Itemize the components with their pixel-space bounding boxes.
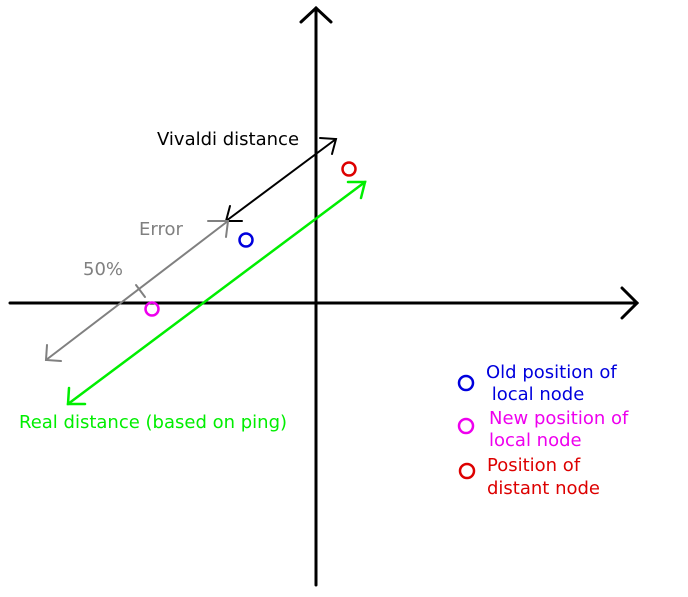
x-axis-arrowhead: [620, 286, 640, 320]
legend-old-line1: Old position of: [486, 362, 617, 383]
fifty-percent-tick: [135, 284, 146, 298]
real-arrowhead-bottom: [66, 386, 87, 406]
legend-item-new-position: New position of local node: [457, 408, 629, 451]
legend-item-distant-node: Position of distant node: [458, 455, 600, 499]
distant-node-marker: [341, 161, 357, 177]
new-local-node-marker: [144, 301, 160, 317]
vivaldi-distance-arrow: [224, 137, 338, 222]
vivaldi-arrowhead-top: [319, 137, 338, 155]
error-line: [45, 220, 229, 361]
real-arrowhead-top: [346, 180, 367, 200]
error-arrowhead-bottom: [44, 344, 62, 362]
legend-item-old-position: Old position of local node: [457, 362, 617, 405]
fifty-percent-label: 50%: [83, 259, 123, 280]
y-axis-arrowhead: [299, 5, 333, 24]
legend: Old position of local node New position …: [457, 362, 629, 499]
legend-distant-line2: distant node: [487, 478, 600, 499]
real-distance-label: Real distance (based on ping): [19, 412, 287, 433]
vivaldi-distance-label: Vivaldi distance: [157, 129, 299, 150]
legend-new-line2: local node: [489, 430, 582, 451]
real-distance-line: [66, 180, 367, 406]
legend-new-marker: [457, 417, 475, 435]
error-label: Error: [139, 219, 183, 240]
axes: [8, 5, 640, 587]
old-local-node-marker: [238, 232, 254, 248]
legend-distant-marker: [458, 462, 476, 480]
error-arrowhead-top: [207, 220, 230, 238]
legend-old-marker: [457, 374, 475, 392]
vivaldi-distance-line: [225, 138, 337, 222]
legend-old-line2: local node: [486, 384, 584, 405]
legend-new-line1: New position of: [489, 408, 629, 429]
legend-distant-line1: Position of: [487, 455, 581, 476]
real-distance-arrow: [66, 180, 367, 406]
error-arrow: [44, 220, 230, 362]
